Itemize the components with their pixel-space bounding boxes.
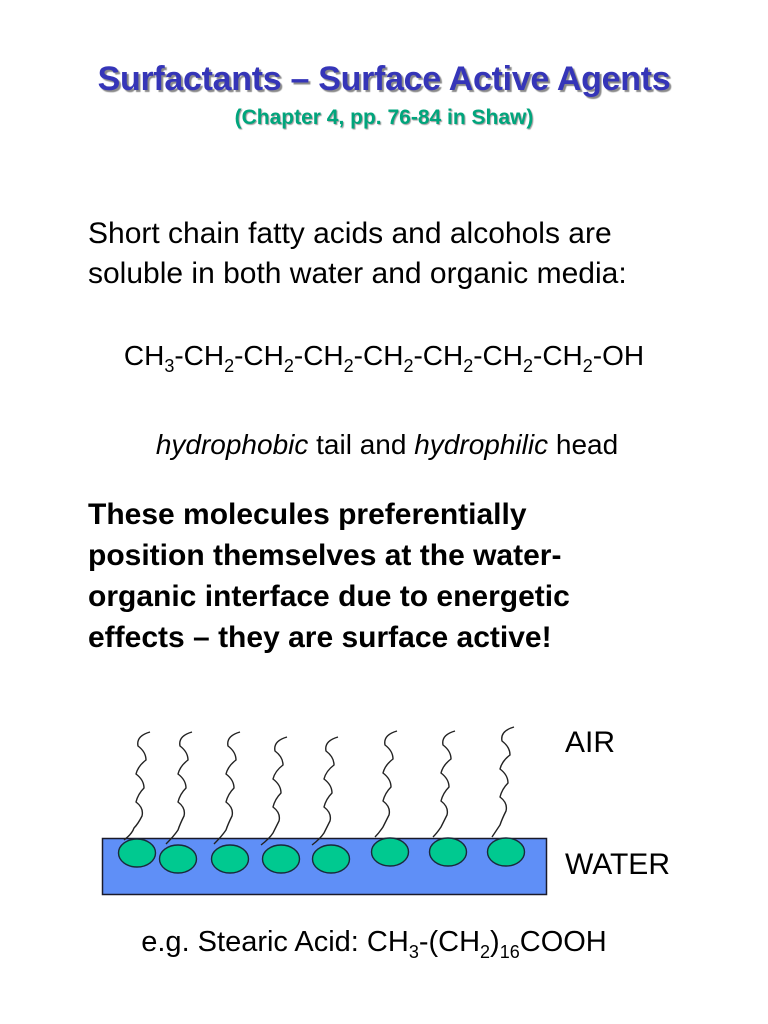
hydrophobic-term: hydrophobic — [155, 429, 309, 460]
tail-icon — [213, 731, 241, 845]
air-label: AIR — [565, 726, 616, 759]
intro-line-2: soluble in both water and organic media: — [88, 257, 627, 290]
surfactant-interface-diagram — [101, 726, 548, 896]
hydrophilic-heads — [117, 837, 526, 874]
formula-part: -CH2 — [234, 340, 294, 376]
stearic-acid-example: e.g. Stearic Acid: CH3-(CH2)16COOH — [141, 926, 607, 962]
paragraph-line-2: position themselves at the water- — [88, 539, 562, 572]
tail-icon — [165, 731, 193, 845]
paragraph-line-3: organic interface due to energetic — [88, 580, 570, 613]
hydrophilic-term: hydrophilic — [414, 429, 549, 460]
head-icon — [158, 844, 198, 874]
formula-part: -CH2 — [533, 340, 593, 376]
paragraph-line-4: effects – they are surface active! — [88, 621, 552, 654]
intro-paragraph: Short chain fatty acids and alcohols are… — [88, 214, 627, 294]
tail-icon — [260, 736, 288, 846]
octanol-formula: CH3-CH2-CH2-CH2-CH2-CH2-CH2-CH2-OH — [0, 340, 768, 376]
formula-part: -CH2 — [413, 340, 474, 376]
head-icon — [117, 838, 157, 868]
formula-part: -CH2 — [293, 340, 354, 376]
tail-icon — [311, 736, 339, 846]
tail-icon — [123, 731, 151, 841]
head-icon — [486, 837, 526, 867]
formula-part: -CH2 — [473, 340, 534, 376]
head-icon — [261, 844, 301, 874]
water-label: WATER — [565, 848, 670, 881]
slide-subtitle: (Chapter 4, pp. 76-84 in Shaw) — [234, 106, 534, 129]
tail-icon — [491, 726, 515, 838]
head-icon — [210, 844, 250, 874]
surface-active-paragraph: These molecules preferentially position … — [88, 494, 570, 658]
formula-part: CH3 — [123, 340, 175, 376]
hydrophobic-tails — [123, 726, 515, 846]
formula-part: -OH — [592, 340, 645, 371]
tail-icon — [432, 730, 456, 838]
head-icon — [311, 844, 351, 874]
tail-icon — [374, 730, 398, 838]
paragraph-line-1: These molecules preferentially — [88, 498, 527, 531]
head-icon — [370, 837, 410, 867]
head-tail-caption: hydrophobic tail and hydrophilic head — [155, 429, 619, 460]
formula-part: -CH2 — [353, 340, 414, 376]
formula-part: -CH2 — [174, 340, 235, 376]
intro-line-1: Short chain fatty acids and alcohols are — [88, 217, 612, 250]
head-icon — [428, 837, 468, 867]
slide-title: Surfactants – Surface Active Agents — [97, 60, 671, 98]
